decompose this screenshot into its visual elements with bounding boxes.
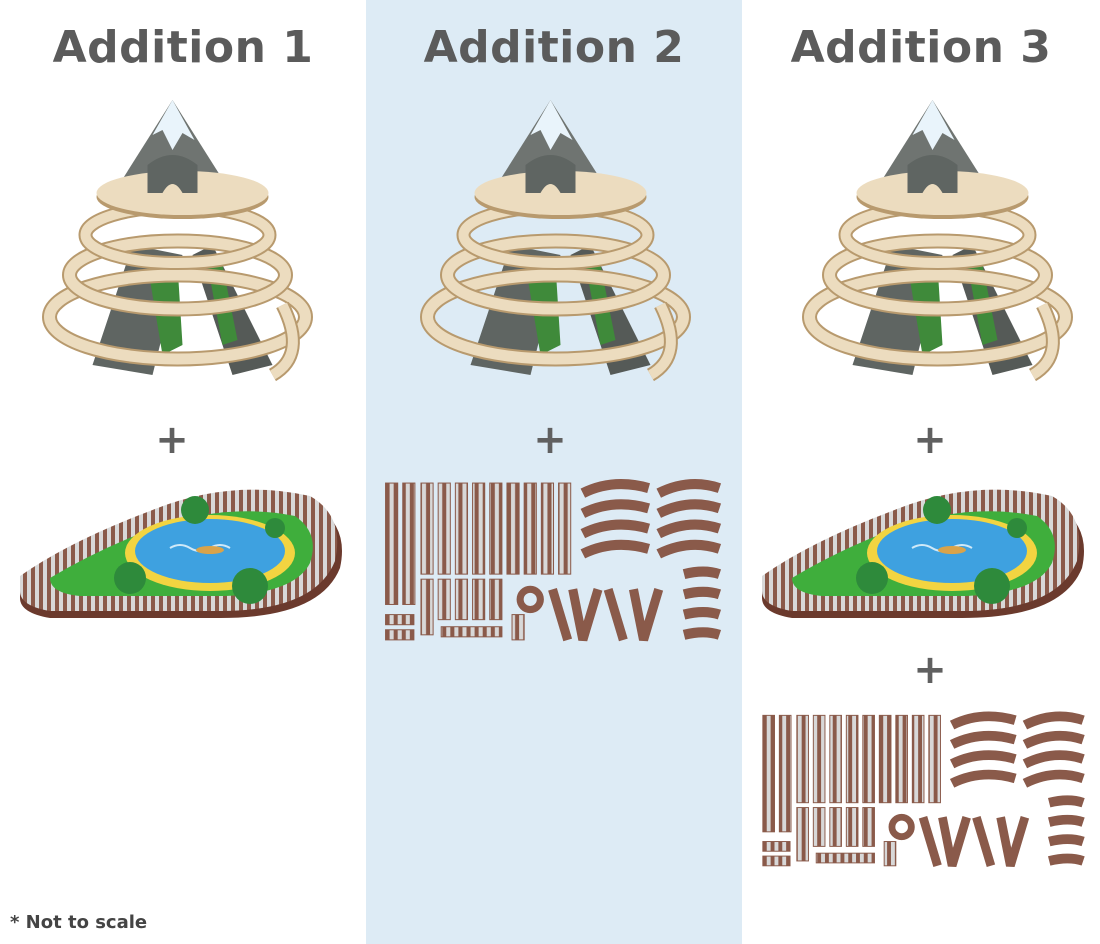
lake-loop-track-icon: [752, 478, 1092, 628]
plus-icon: +: [533, 417, 567, 463]
footnote: * Not to scale: [10, 912, 148, 933]
addition-3-column: Addition 3 + +: [742, 0, 1100, 944]
track-pieces-icon: [758, 708, 1088, 878]
spiral-mountain-icon: [790, 95, 1075, 385]
plus-icon: +: [913, 647, 947, 693]
addition-1-column: Addition 1 +: [0, 0, 366, 944]
addition-3-title: Addition 3: [790, 22, 1052, 73]
addition-2-title: Addition 2: [423, 22, 685, 73]
plus-icon: +: [913, 417, 947, 463]
spiral-mountain-icon: [30, 95, 315, 385]
track-pieces-icon: [380, 478, 725, 650]
lake-loop-track-icon: [10, 478, 350, 628]
addition-1-title: Addition 1: [52, 22, 314, 73]
spiral-mountain-icon: [408, 95, 693, 385]
addition-2-column: Addition 2 +: [366, 0, 742, 944]
plus-icon: +: [155, 417, 189, 463]
